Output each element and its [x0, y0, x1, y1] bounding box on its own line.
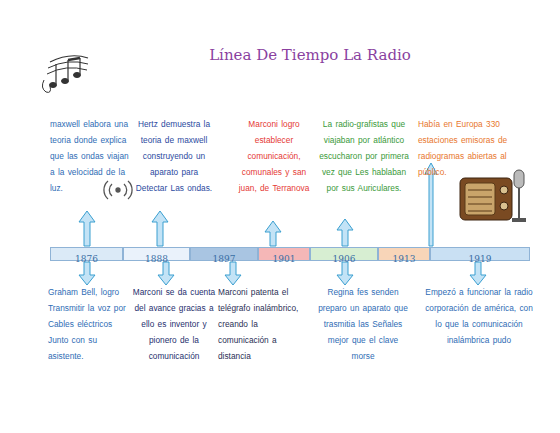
year-label: 1888	[145, 254, 168, 264]
event-note: Empezó a funcionar la radio corporación …	[424, 284, 534, 348]
event-note: Marconi patenta el telégrafo inalámbrico…	[218, 284, 308, 364]
year-segment: 1906	[310, 247, 378, 261]
event-note: La radio-grafistas que viajaban por atlá…	[316, 116, 412, 196]
year-label: 1913	[393, 254, 416, 264]
year-segment: 1888	[123, 247, 190, 261]
music-notes	[42, 56, 88, 93]
year-segment: 1913	[378, 247, 430, 261]
year-label: 1919	[469, 254, 492, 264]
event-note: Hertz demuestra la teoria de maxwell con…	[133, 116, 215, 196]
year-segment: 1901	[258, 247, 310, 261]
event-note: maxwell elabora una teoria donde explica…	[50, 116, 130, 196]
year-segment: 1897	[190, 247, 258, 261]
radio-illustration	[460, 170, 526, 222]
down-arrows	[79, 262, 486, 285]
year-label: 1897	[213, 254, 236, 264]
event-note: Graham Bell, logro Transmitir la voz por…	[48, 284, 132, 364]
radio-wave-symbol	[104, 181, 132, 199]
year-label: 1906	[333, 254, 356, 264]
year-label: 1876	[75, 254, 98, 264]
event-note: Marconi se da cuenta del avance gracias …	[130, 284, 218, 364]
year-segment: 1876	[50, 247, 123, 261]
event-note: Había en Europa 330 estaciones emisoras …	[418, 116, 518, 180]
timeline-title: Línea De Tiempo La Radio	[150, 46, 470, 64]
event-note: Marconi logro establecer comunicación, c…	[238, 116, 310, 196]
year-segment: 1919	[430, 247, 530, 261]
year-label: 1901	[273, 254, 296, 264]
event-note: Regina fes senden preparo un aparato que…	[316, 284, 410, 364]
